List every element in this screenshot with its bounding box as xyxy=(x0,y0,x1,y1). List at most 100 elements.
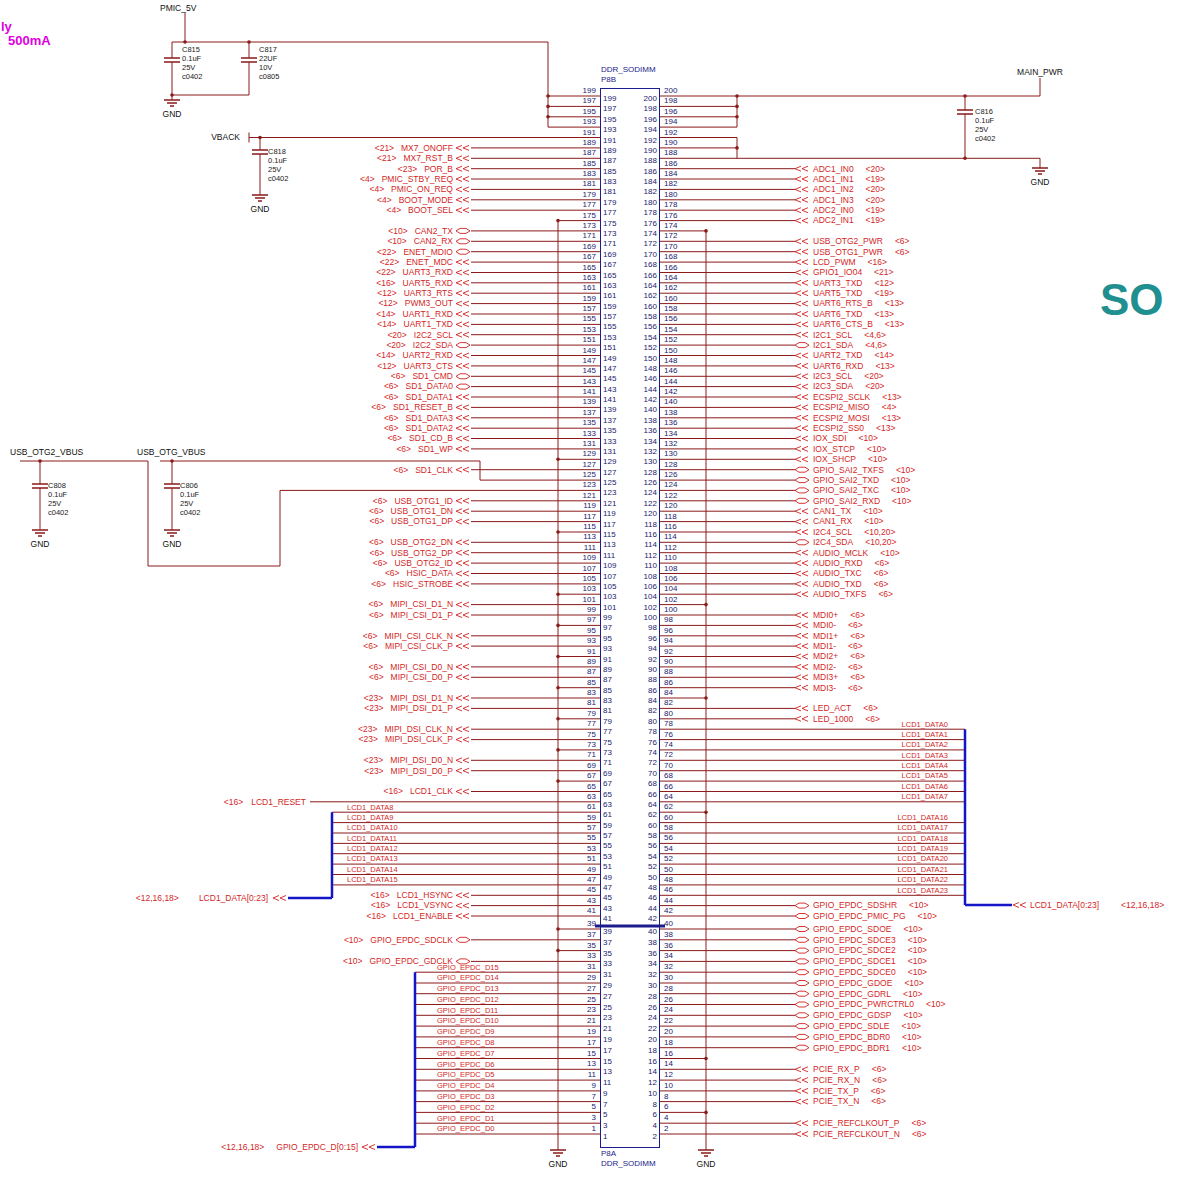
junction-dot xyxy=(963,157,967,161)
signal-name: IOX_SHCP xyxy=(813,455,856,464)
signal-name: GPIO1_IO04 xyxy=(813,268,862,277)
bus-entry-name: LCD1_DATA5 xyxy=(902,772,948,780)
page-ref: <10> xyxy=(896,466,915,475)
pin-number: 126 xyxy=(644,479,657,487)
pin-number: 154 xyxy=(644,334,657,342)
pin-number: 167 xyxy=(603,261,616,269)
pin-number: 86 xyxy=(664,679,673,687)
pin-number: 68 xyxy=(648,780,657,788)
pin-number: 187 xyxy=(583,149,596,157)
signal-name: AUDIO_RXD xyxy=(813,559,863,568)
pin-number: 21 xyxy=(587,1017,596,1025)
signal-name: I2C3_SDA xyxy=(813,382,853,391)
junction-dot xyxy=(38,459,42,463)
pin-number: 114 xyxy=(664,533,677,541)
pin-number: 91 xyxy=(587,648,596,656)
pin-number: 6 xyxy=(664,1103,668,1111)
pin-number: 54 xyxy=(664,845,673,853)
pin-number: 78 xyxy=(664,720,673,728)
page-ref: <6> xyxy=(863,704,878,713)
page-ref: <10> xyxy=(863,507,882,516)
pin-number: 51 xyxy=(587,855,596,863)
pin-number: 9 xyxy=(603,1090,607,1098)
pin-number: 198 xyxy=(664,97,677,105)
pin-number: 168 xyxy=(664,253,677,261)
page-ref: <6> xyxy=(871,1087,886,1096)
pin-number: 173 xyxy=(583,222,596,230)
signal-name: SD1_RESET_B xyxy=(393,403,453,412)
bus-entry-name: LCD1_DATA3 xyxy=(902,752,948,760)
page-ref: <10> xyxy=(867,445,886,454)
page-ref: <6> xyxy=(384,382,399,391)
pin-number: 55 xyxy=(587,834,596,842)
page-ref: <6> xyxy=(391,372,406,381)
signal-name: AUDIO_TXC xyxy=(813,569,862,578)
signal-name: USB_OTG2_ID xyxy=(394,559,453,568)
pin-number: 183 xyxy=(583,170,596,178)
pin-number: 163 xyxy=(583,274,596,282)
signal-name: USB_OTG1_DP xyxy=(391,517,453,526)
signal-name: BOOT_MODE xyxy=(399,196,453,205)
page-ref: <6> xyxy=(387,434,402,443)
pin-number: 75 xyxy=(587,731,596,739)
pin-number: 85 xyxy=(603,687,612,695)
pin-number: 73 xyxy=(603,749,612,757)
bus-entry-name: LCD1_DATA23 xyxy=(897,887,948,895)
pin-number: 80 xyxy=(648,718,657,726)
pin-number: 134 xyxy=(644,438,657,446)
pin-number: 114 xyxy=(644,541,657,549)
page-ref: <4> xyxy=(370,185,385,194)
ground-label: GND xyxy=(31,540,50,549)
junction-dot xyxy=(704,603,708,607)
signal-name: USB_OTG1_PWR xyxy=(813,248,883,257)
junction-dot xyxy=(556,219,560,223)
page-ref: <13> xyxy=(882,393,901,402)
bus-entry-name: GPIO_EPDC_D9 xyxy=(437,1028,495,1036)
junction-dot xyxy=(556,927,560,931)
signal-name: ADC1_IN2 xyxy=(813,185,854,194)
pin-number: 83 xyxy=(587,689,596,697)
pin-number: 105 xyxy=(603,583,616,591)
pin-number: 157 xyxy=(603,313,616,321)
bus-entry-name: LCD1_DATA8 xyxy=(347,804,393,812)
pin-number: 23 xyxy=(603,1014,612,1022)
pin-number: 144 xyxy=(664,378,677,386)
pin-number: 138 xyxy=(664,409,677,417)
pin-number: 45 xyxy=(603,894,612,902)
bus-line xyxy=(288,729,1012,1147)
pin-number: 196 xyxy=(644,116,657,124)
signal-name: LED_1000 xyxy=(813,715,853,724)
pin-number: 111 xyxy=(584,544,596,552)
pin-number: 109 xyxy=(583,554,596,562)
pin-number: 19 xyxy=(603,1036,612,1044)
pin-number: 123 xyxy=(603,489,616,497)
pin-number: 159 xyxy=(583,295,596,303)
pin-number: 14 xyxy=(664,1060,673,1068)
pin-number: 102 xyxy=(664,596,677,604)
bus-entry-name: GPIO_EPDC_D1 xyxy=(437,1115,495,1123)
pin-number: 43 xyxy=(587,897,596,905)
pin-number: 65 xyxy=(587,783,596,791)
signal-name: HSIC_DATA xyxy=(407,569,453,578)
page-ref: <10> xyxy=(891,476,910,485)
bus-entry-name: GPIO_EPDC_D15 xyxy=(437,964,499,972)
page-ref: <10> xyxy=(902,1022,921,1031)
page-ref: <22> xyxy=(377,248,396,257)
pin-number: 94 xyxy=(648,645,657,653)
pin-number: 172 xyxy=(644,240,657,248)
pin-number: 140 xyxy=(644,406,657,414)
pin-number: 171 xyxy=(583,232,596,240)
pin-number: 18 xyxy=(664,1039,673,1047)
pin-number: 95 xyxy=(587,627,596,635)
pin-number: 50 xyxy=(648,874,657,882)
pin-number: 161 xyxy=(583,284,596,292)
pin-number: 108 xyxy=(644,573,657,581)
part-rating: 25V xyxy=(48,500,61,508)
page-ref: <6> xyxy=(874,580,889,589)
signal-name: GPIO_EPDC_PMIC_PG xyxy=(813,912,906,921)
page-ref: <6> xyxy=(850,632,865,641)
signal-name: ECSPI2_SS0 xyxy=(813,424,864,433)
page-ref: <10> xyxy=(903,990,922,999)
bus-entry-name: LCD1_DATA16 xyxy=(897,814,948,822)
signal-name: PCIE_REFCLKOUT_N xyxy=(813,1130,900,1139)
